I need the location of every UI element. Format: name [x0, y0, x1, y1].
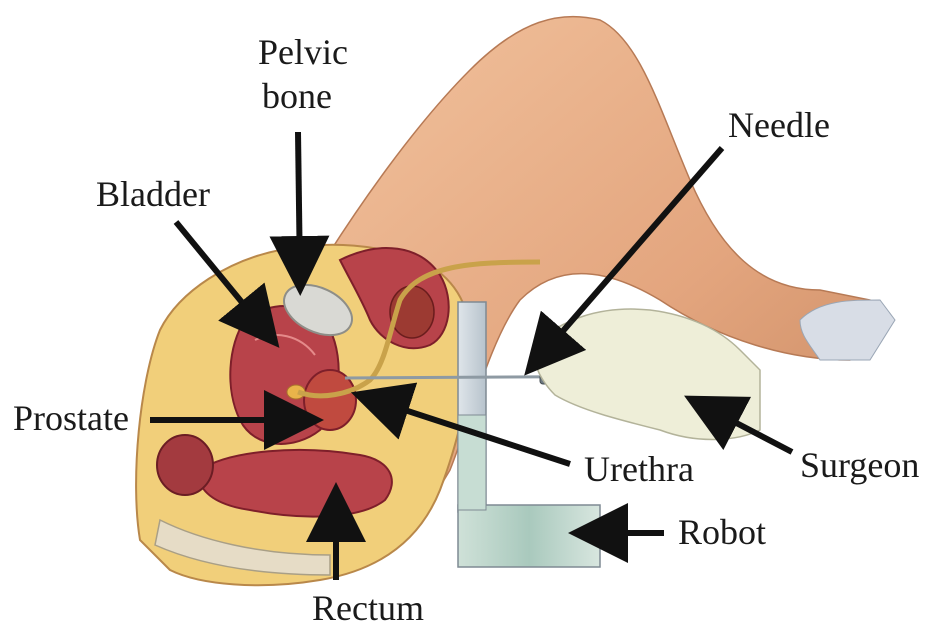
label-surgeon: Surgeon [800, 446, 919, 484]
label-robot: Robot [678, 513, 766, 551]
label-pelvic-bone-line1: Pelvic [258, 33, 348, 71]
label-urethra: Urethra [584, 450, 694, 488]
arrow-pelvic-bone [298, 132, 300, 278]
label-needle: Needle [728, 106, 830, 144]
label-bladder: Bladder [96, 175, 210, 213]
label-pelvic-bone-line2: bone [262, 77, 332, 115]
label-prostate: Prostate [13, 399, 129, 437]
label-rectum: Rectum [312, 589, 424, 627]
colon-section [157, 435, 213, 495]
robot-base [458, 505, 600, 567]
